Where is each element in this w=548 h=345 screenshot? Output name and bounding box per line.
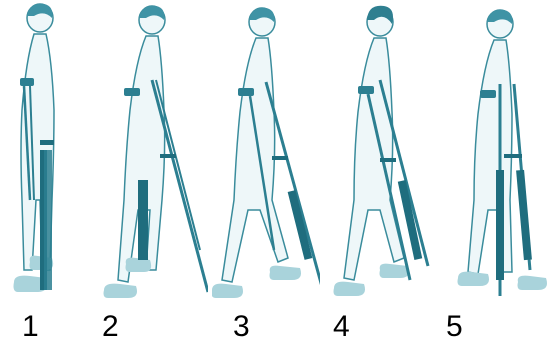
crutch-step-figure-4	[328, 0, 436, 300]
step-number-3: 3	[233, 312, 250, 342]
crutch-step-figure-2	[100, 0, 208, 300]
step-number-5: 5	[446, 312, 463, 342]
step-number-4: 4	[333, 312, 350, 342]
step-number-2: 2	[102, 312, 119, 342]
crutch-step-figure-1	[0, 0, 108, 300]
step-number-1: 1	[22, 312, 39, 342]
crutch-step-figure-5	[440, 0, 548, 300]
crutch-step-figure-3	[212, 0, 320, 300]
